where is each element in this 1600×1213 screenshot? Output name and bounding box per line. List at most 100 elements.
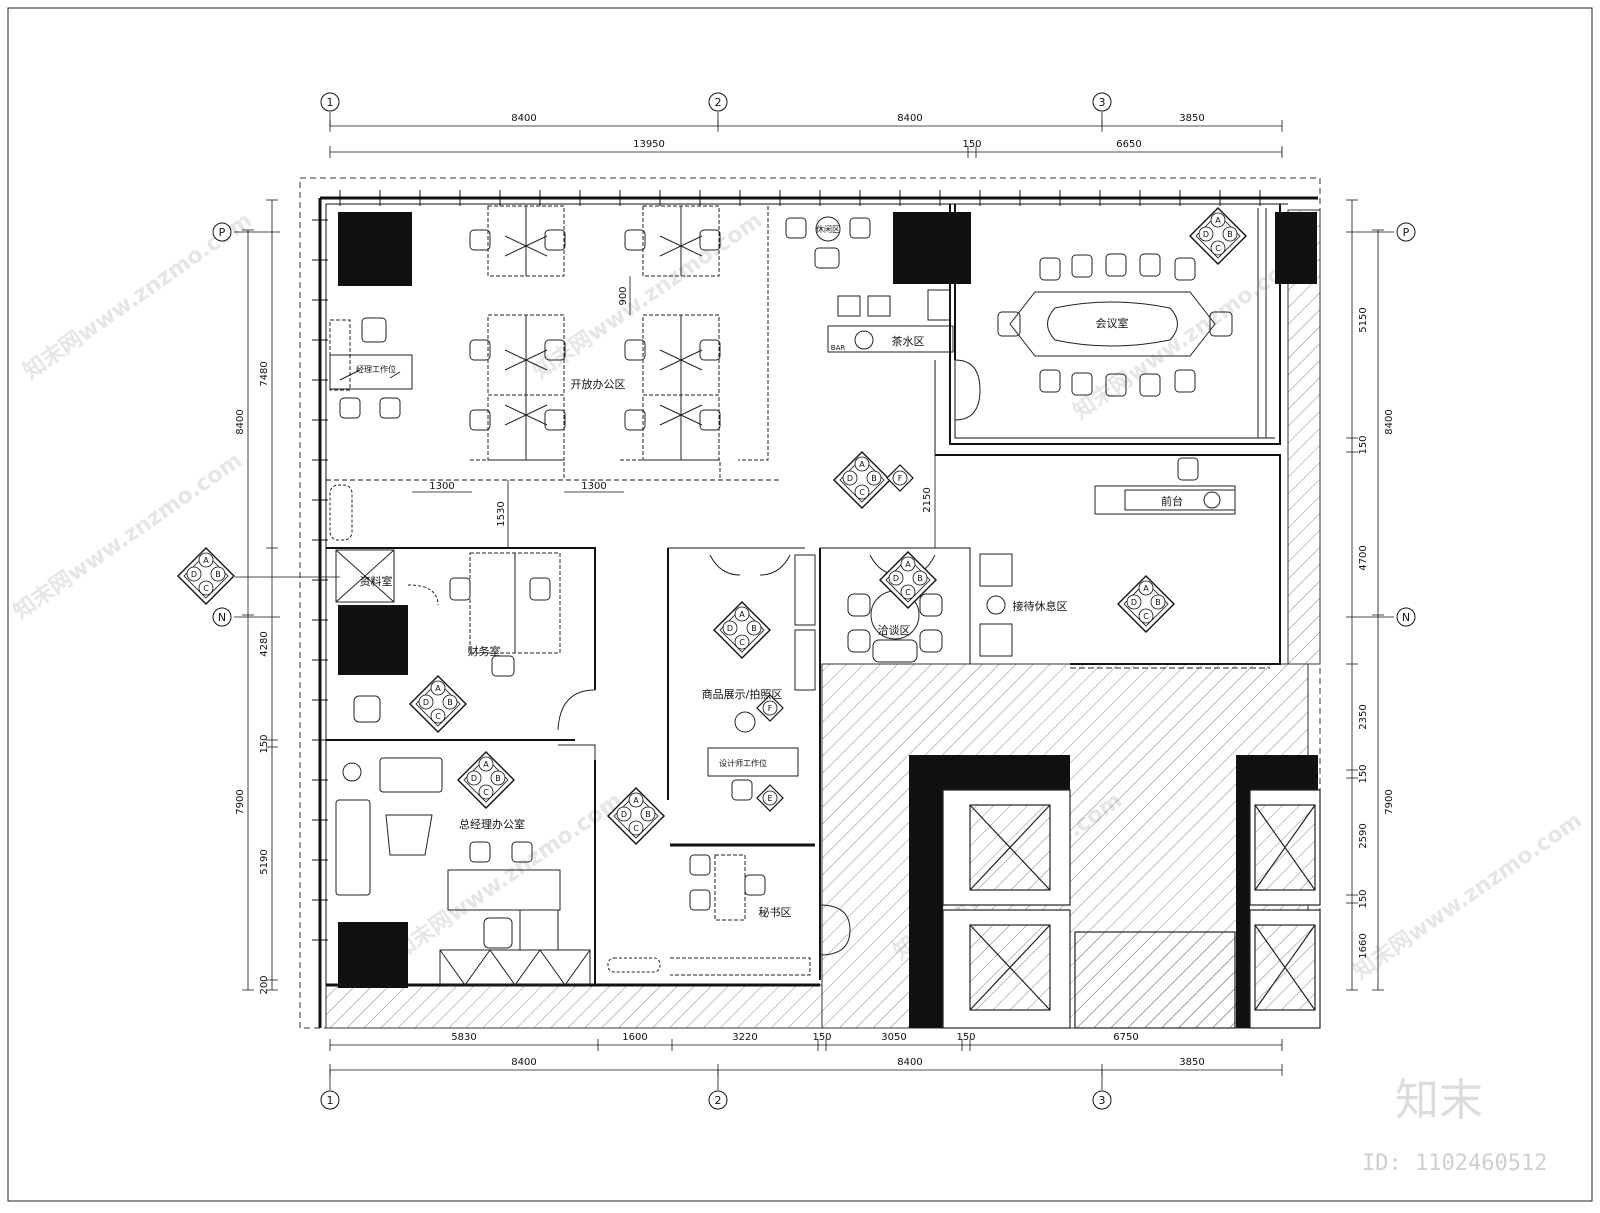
dim-top-3: 3850 [1179,113,1204,124]
index-letter: C [1143,612,1149,621]
index-bubble [1150,594,1166,610]
index-bubble [912,570,928,586]
index-diamond-outline [1117,575,1175,633]
sheet-border [7,7,1593,1202]
svg-text:P: P [219,226,226,239]
dim-right-1: 8400 [1384,409,1395,434]
room-label-gm-office: 总经理办公室 [459,817,525,831]
room-labels: 开放办公区 经理工作位 休闲区 茶水区 BAR 会议室 前台 资料室 财务室 商… [356,224,1183,919]
index-bubble [1198,226,1214,242]
index-letter: D [621,810,627,819]
index-diamond-outline [457,751,515,809]
dim-leftin-5: 200 [259,975,270,994]
index-single-letter: F [898,474,903,483]
axis-bubble-p-right: P [1396,222,1416,242]
index-diamond-outline [713,601,771,659]
dim-bottom2-3: 3850 [1179,1057,1204,1068]
axis-bubble-2: 2 [708,92,728,112]
svg-text:N: N [218,611,226,624]
index-letter: B [447,698,453,707]
index-bubble [854,456,870,472]
index-diamond-outline [1189,207,1247,265]
svg-text:3: 3 [1099,96,1106,109]
index-bubble [734,634,750,650]
watermark-id: ID: 1102460512 [1362,1151,1547,1176]
bottom-strip-hatch [325,984,823,1029]
index-bubble [854,484,870,500]
index-letter: D [191,570,197,579]
dim-bottom2-1: 8400 [511,1057,536,1068]
dim-top2-2: 150 [962,139,981,150]
room-label-bar: BAR [831,344,846,352]
index-letter: A [435,684,441,693]
room-label-secretary: 秘书区 [759,905,792,919]
svg-text:1: 1 [327,1094,334,1107]
index-letter: D [1203,230,1209,239]
index-bubble [478,756,494,772]
index-bubble [1138,580,1154,596]
index-single-letter: F [768,704,773,713]
watermark-site: 知末网www.znzmo.com [389,787,627,965]
index-letter: D [847,474,853,483]
index-letter: A [859,460,865,469]
axis-bubble-n-right: N [1396,607,1416,627]
index-bubble [198,552,214,568]
dim-rightin-3: 4700 [1358,545,1369,570]
axis-bubble-n-left: N [212,607,232,627]
dim-right-2: 7900 [1384,789,1395,814]
index-bubble [900,584,916,600]
dim-bottom-1: 5830 [451,1032,476,1043]
dim-left-2: 7900 [235,789,246,814]
svg-text:N: N [1402,611,1410,624]
watermark-brand: 知末 [1395,1075,1483,1126]
index-letter: D [471,774,477,783]
index-letter: C [859,488,865,497]
index-bubble [430,680,446,696]
dim-rightin-6: 2590 [1358,823,1369,848]
index-letter: C [483,788,489,797]
index-letter: A [633,796,639,805]
index-letter: C [633,824,639,833]
index-bubble [478,784,494,800]
index-letter: B [751,624,757,633]
watermark-site: 知末网www.znzmo.com [1069,247,1307,425]
index-letter: B [495,774,501,783]
room-label-leisure: 休闲区 [816,224,840,234]
dim-bottom-5: 3050 [881,1032,906,1043]
axis-bubble-p-left: P [212,222,232,242]
dim-internal-1: 900 [618,286,629,305]
axis-bubble-3-bottom: 3 [1092,1090,1112,1110]
room-label-archive: 资料室 [360,574,393,588]
index-bubble [900,556,916,572]
furniture [329,205,1270,986]
index-letter: B [1227,230,1233,239]
structural-columns [338,212,1318,1028]
axis-bubble-2-bottom: 2 [708,1090,728,1110]
dim-internal-2: 1300 [429,481,454,492]
index-bubble [1210,212,1226,228]
index-letter: C [739,638,745,647]
index-bubble [1138,608,1154,624]
index-bubble [1222,226,1238,242]
axis-bubble-1: 1 [320,92,340,112]
index-bubble [616,806,632,822]
dim-leftin-2: 4280 [259,631,270,656]
index-letter: A [483,760,489,769]
index-bubble [418,694,434,710]
index-letter: A [905,560,911,569]
index-bubble [628,792,644,808]
index-diamond-outline [607,787,665,845]
dim-bottom-2: 1600 [622,1032,647,1043]
index-bubble [1126,594,1142,610]
index-letter: D [423,698,429,707]
dimension-labels: 8400 8400 3850 13950 150 6650 5830 1600 … [235,113,1395,1068]
svg-text:1: 1 [327,96,334,109]
dim-left-1: 8400 [235,409,246,434]
dim-bottom-7: 6750 [1113,1032,1138,1043]
